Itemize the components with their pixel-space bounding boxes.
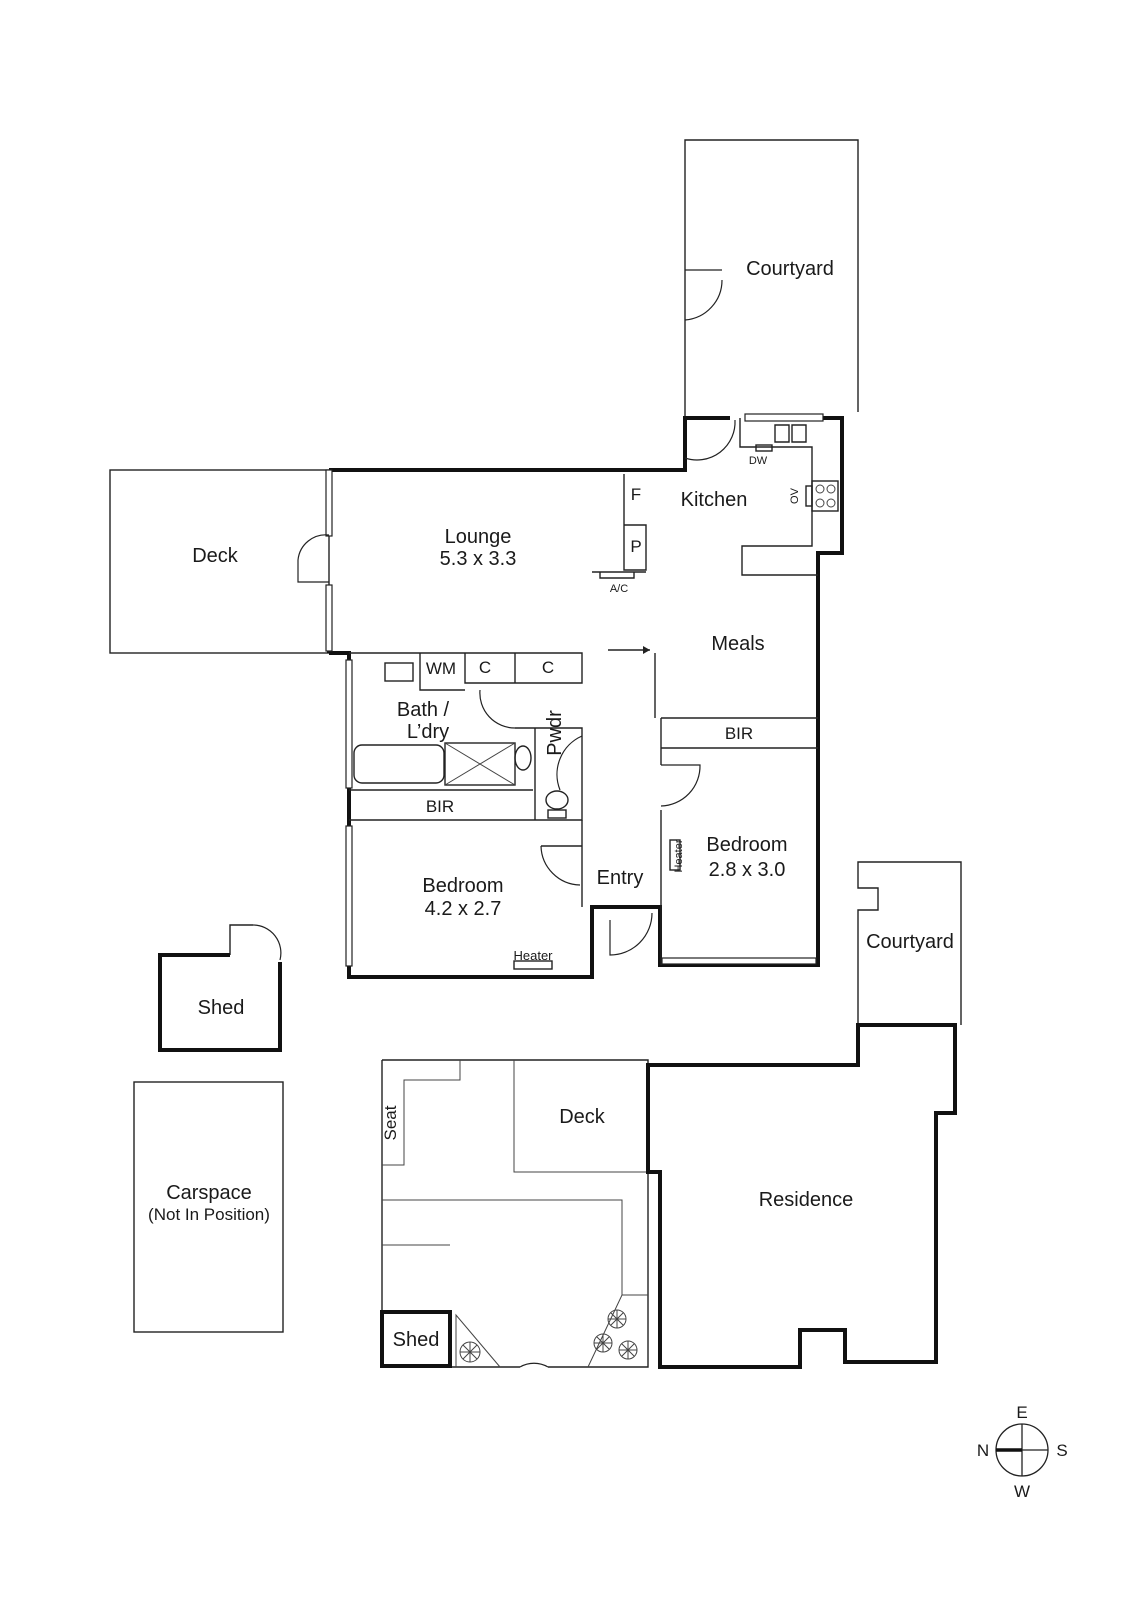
- dishwasher: [755, 444, 773, 452]
- carspace-outline: [133, 1081, 284, 1333]
- pantry-label: P: [630, 537, 641, 556]
- powder-walls: [515, 727, 583, 821]
- heater-right: [669, 839, 681, 871]
- shower-cross: [444, 742, 516, 786]
- shrub-icon: [459, 1341, 481, 1363]
- entry-label: Entry: [597, 867, 644, 889]
- kitchen-window: [744, 413, 824, 422]
- heater-left-label: Heater: [513, 948, 553, 963]
- ac-unit: [592, 571, 646, 579]
- carspace-note: (Not In Position): [148, 1205, 270, 1224]
- fridge-pantry-wall: [623, 474, 647, 571]
- kitchen-bench: [739, 418, 818, 576]
- shed-top-outline: [158, 953, 282, 1052]
- compass-south-label: S: [1056, 1441, 1067, 1460]
- cupboard-label: C: [542, 658, 554, 677]
- seat-label: Seat: [381, 1105, 400, 1140]
- deck-left-label: Deck: [192, 545, 239, 567]
- arrow-head: [643, 646, 650, 654]
- lounge-window: [325, 584, 333, 652]
- garden-inner-line: [382, 1199, 623, 1295]
- bir-right-label: BIR: [725, 724, 753, 743]
- compass-icon: [995, 1423, 1049, 1477]
- lounge-window: [325, 469, 333, 537]
- kitchen-label: Kitchen: [681, 489, 748, 511]
- shower: [444, 742, 516, 786]
- powder-label: Pwdr: [544, 710, 566, 756]
- bath-door: [479, 689, 516, 729]
- meals-label: Meals: [711, 633, 764, 655]
- basin: [514, 745, 532, 771]
- kitchen-courtyard-door: [684, 419, 736, 461]
- bath-window: [345, 659, 353, 789]
- bedroom-left-door: [540, 845, 581, 886]
- heater-right-label: Heater: [673, 839, 685, 872]
- bath-laundry-walls: [349, 652, 583, 691]
- shed-top-door: [252, 924, 282, 961]
- seat-bench: [382, 1060, 461, 1166]
- laundry-sink: [384, 662, 414, 682]
- bedroom-left-window: [345, 825, 353, 967]
- courtyard-right-outline: [857, 861, 962, 1025]
- dw-label: DW: [749, 455, 768, 467]
- toilet-icon: [545, 790, 569, 819]
- residence-outline: [646, 1023, 957, 1369]
- garden-gate-door: [519, 1362, 549, 1368]
- cupboard-label: C: [479, 658, 491, 677]
- lounge-deck-door: [297, 534, 330, 583]
- wm-label: WM: [426, 659, 456, 678]
- front-door: [609, 912, 653, 956]
- shrub-icon: [618, 1340, 638, 1360]
- oven: [805, 485, 813, 507]
- bedroom-right-dimensions: 2.8 x 3.0: [709, 859, 786, 881]
- main-walls: [329, 416, 844, 979]
- entry-wall: [541, 820, 583, 907]
- lounge-dimensions: 5.3 x 3.3: [440, 548, 517, 570]
- residence-label: Residence: [759, 1189, 854, 1211]
- deck-left-outline: [109, 469, 330, 654]
- cooktop-icon: [811, 480, 839, 512]
- bedroom-left-dimensions: 4.2 x 2.7: [425, 898, 502, 920]
- bath-label-line1: Bath /: [397, 699, 450, 721]
- bedroom-right-window: [661, 957, 817, 965]
- ac-label: A/C: [610, 583, 628, 595]
- bedroom-right-label: Bedroom: [706, 834, 787, 856]
- compass-north-label: N: [977, 1441, 989, 1460]
- deck-bottom-label: Deck: [559, 1106, 606, 1128]
- bedroom-left-label: Bedroom: [422, 875, 503, 897]
- bedroom-right-door: [660, 764, 701, 807]
- shed-top-door-wall: [229, 924, 253, 955]
- compass-east-label: E: [1016, 1403, 1027, 1422]
- shed-bottom-outline: [380, 1310, 452, 1368]
- courtyard-right-label: Courtyard: [866, 931, 954, 953]
- lounge-label: Lounge: [445, 526, 512, 548]
- plant-bed-left: [455, 1313, 501, 1368]
- fridge-label: F: [631, 485, 641, 504]
- heater-left: [513, 960, 553, 970]
- ov-label: OV: [789, 487, 801, 504]
- shrub-icon: [593, 1333, 613, 1353]
- bathtub: [353, 744, 445, 784]
- sink: [774, 424, 807, 443]
- bir-left-wall: [349, 789, 533, 821]
- powder-door: [556, 735, 583, 791]
- bath-label-line2: L’dry: [407, 721, 449, 743]
- deck-bottom-outline: [513, 1060, 648, 1173]
- bir-right-wall: [661, 717, 818, 749]
- plant-bed-right: [587, 1294, 648, 1368]
- courtyard-top-label: Courtyard: [746, 258, 834, 280]
- courtyard-top-outline: [684, 139, 859, 418]
- bir-left-label: BIR: [426, 797, 454, 816]
- shed-bottom-label: Shed: [393, 1329, 440, 1351]
- courtyard-gate-door: [684, 269, 723, 321]
- shrub-icon: [607, 1309, 627, 1329]
- shed-top-label: Shed: [198, 997, 245, 1019]
- carspace-label: Carspace: [166, 1182, 252, 1204]
- compass-west-label: W: [1014, 1482, 1030, 1501]
